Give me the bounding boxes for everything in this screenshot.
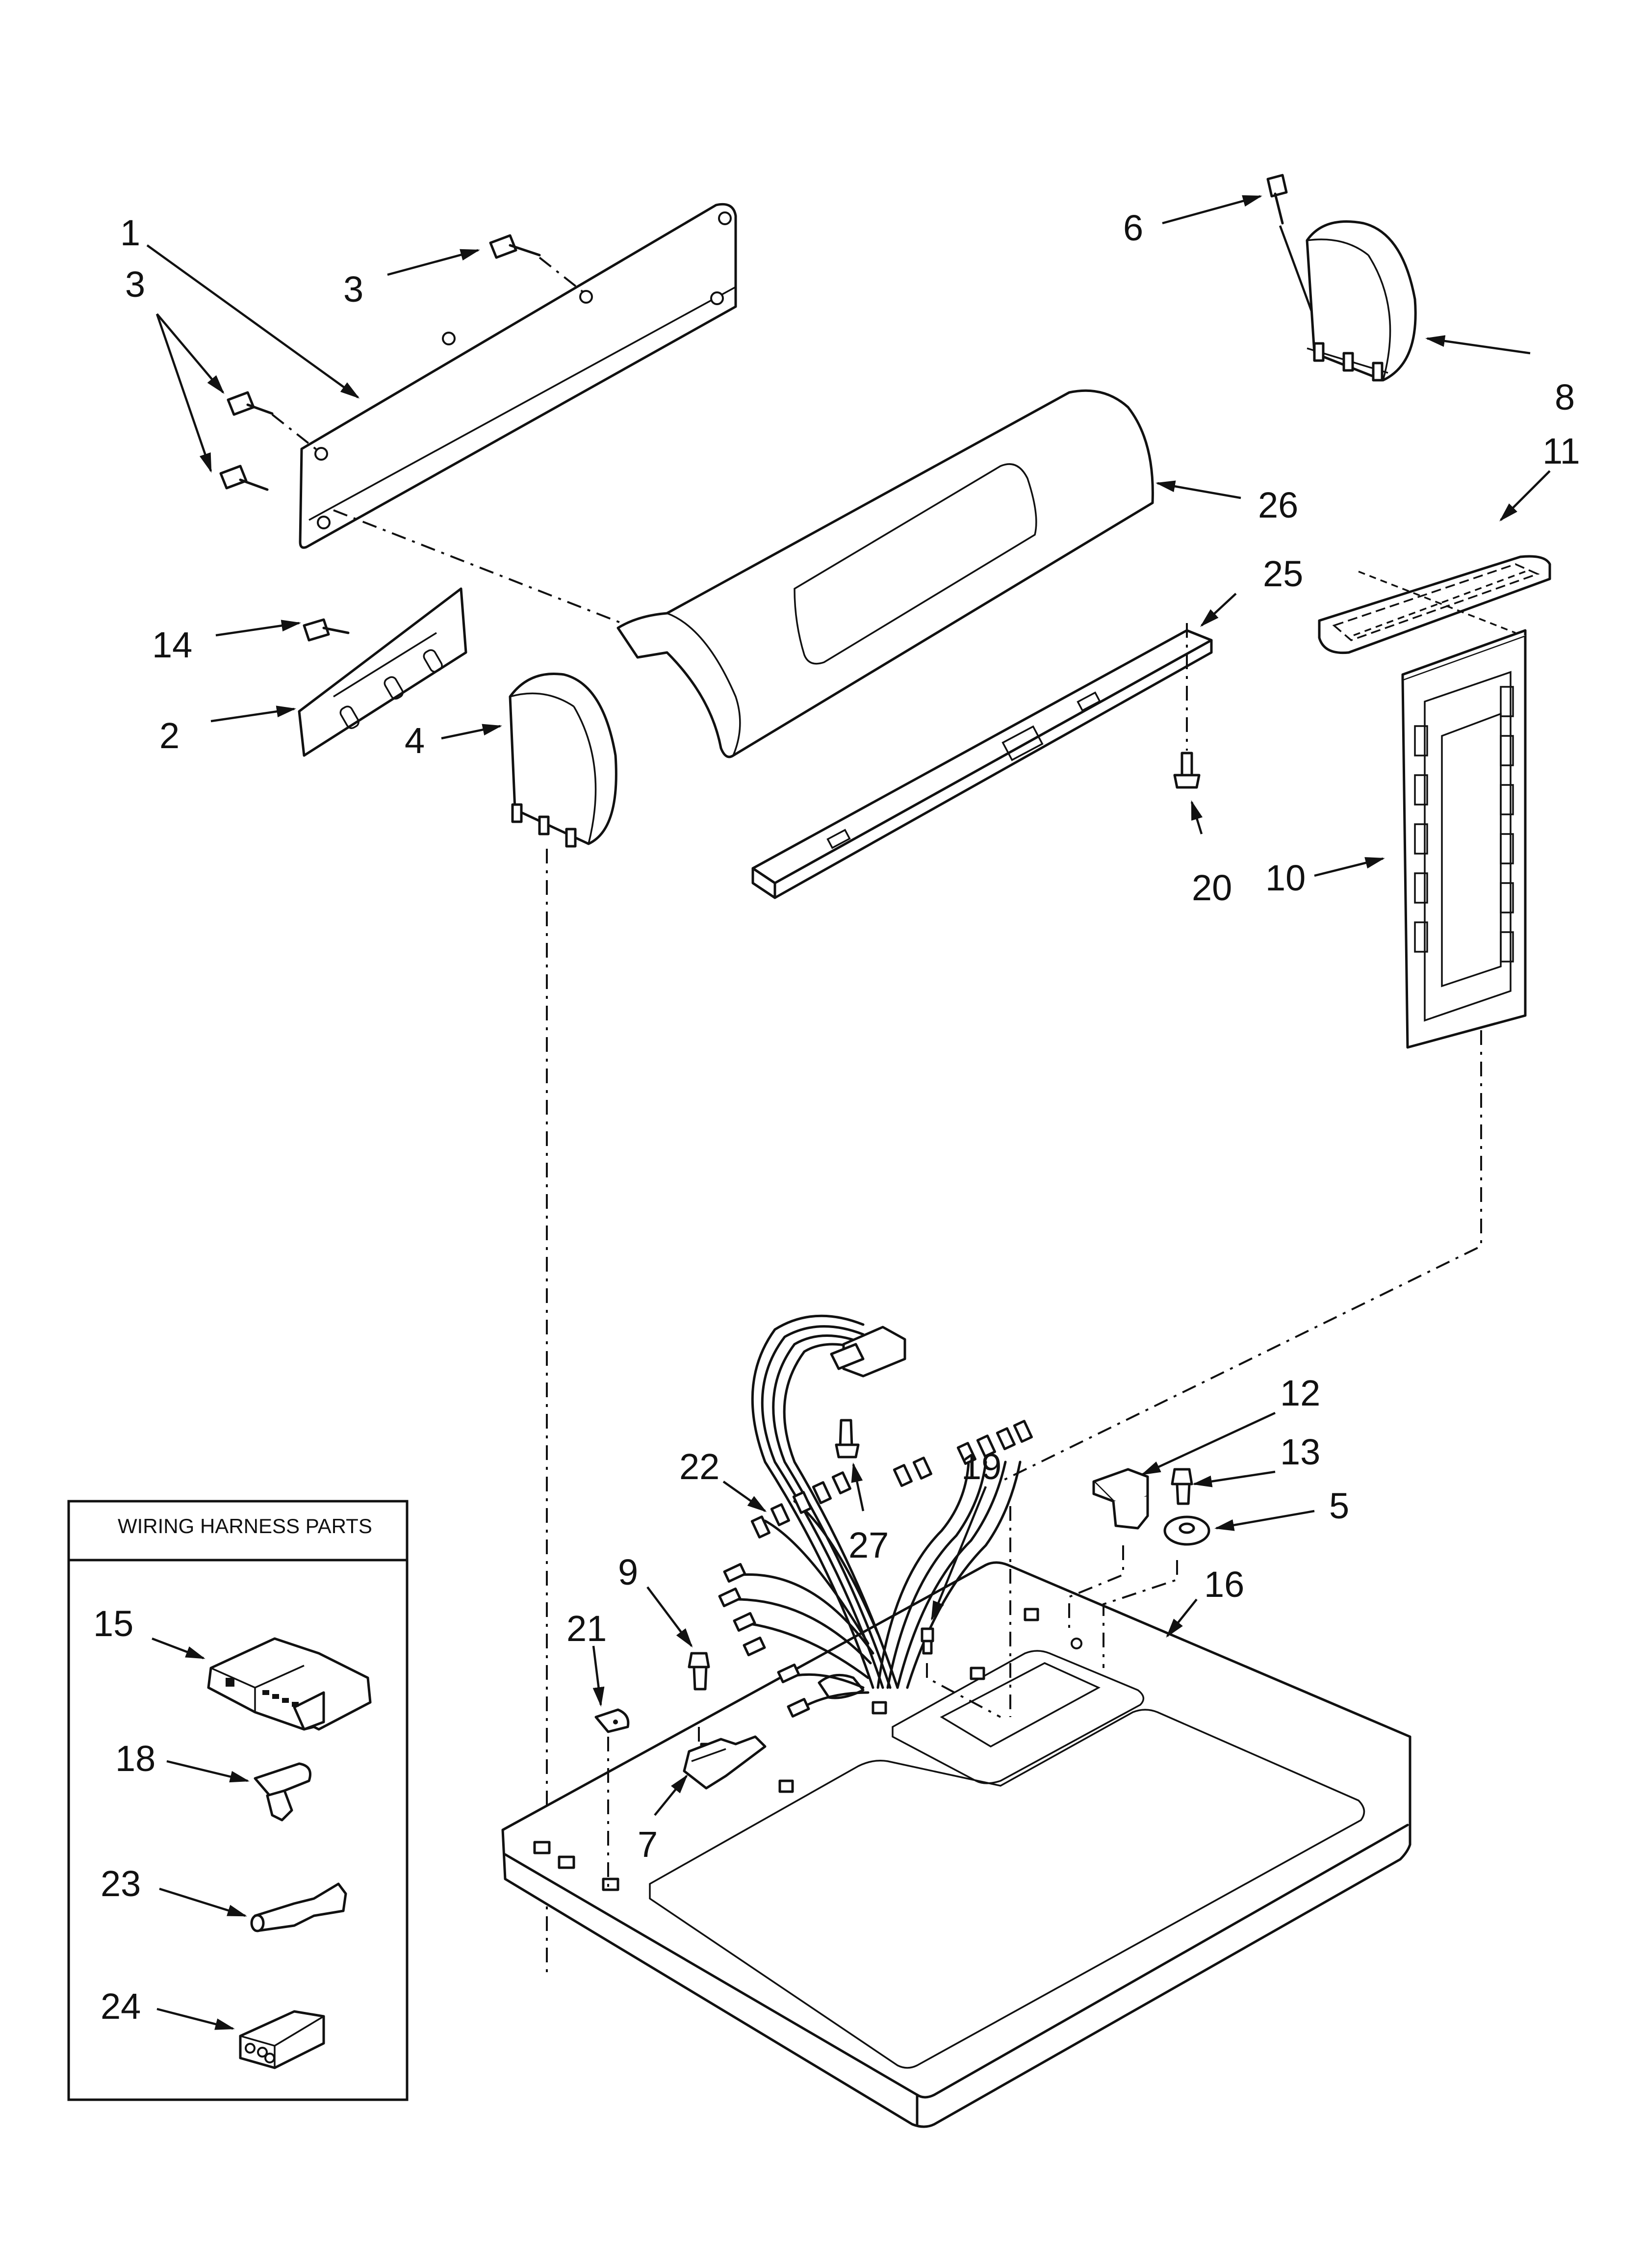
callout-21: 21 bbox=[566, 1608, 607, 1649]
callout-4: 4 bbox=[405, 720, 425, 761]
screw-part-13 bbox=[1171, 1468, 1193, 1505]
screw-part-3-lower bbox=[219, 465, 269, 491]
callout-18: 18 bbox=[115, 1738, 155, 1779]
callout-2: 2 bbox=[159, 715, 180, 756]
screw-part-27 bbox=[835, 1419, 860, 1459]
terminal-part-23 bbox=[250, 1882, 347, 1932]
screw-part-3-top bbox=[489, 234, 587, 295]
connector-housing-part-24 bbox=[239, 2010, 325, 2069]
callout-labels: 1 3 3 14 2 4 6 8 11 26 25 20 10 12 13 5 … bbox=[93, 208, 1580, 2027]
housing-alignment-line bbox=[1000, 1030, 1482, 1483]
end-cap-right-part-8 bbox=[1306, 220, 1417, 382]
top-panel-part-16 bbox=[501, 1561, 1411, 2128]
callout-27: 27 bbox=[848, 1525, 889, 1565]
clip-part-21 bbox=[594, 1708, 630, 1733]
bracket-part-7 bbox=[683, 1735, 767, 1790]
connector-part-18 bbox=[254, 1762, 311, 1822]
callout-14: 14 bbox=[152, 625, 192, 665]
screw-19-alignment bbox=[926, 1663, 1001, 1718]
part-12-alignment bbox=[1068, 1545, 1124, 1634]
washer-part-5 bbox=[1163, 1515, 1210, 1546]
callout-23: 23 bbox=[101, 1863, 141, 1904]
callout-10: 10 bbox=[1265, 858, 1306, 898]
screw-part-14 bbox=[303, 618, 350, 642]
callout-12: 12 bbox=[1280, 1373, 1320, 1413]
callout-3-top: 3 bbox=[343, 269, 363, 310]
callout-5: 5 bbox=[1329, 1486, 1349, 1526]
screw-part-20 bbox=[1173, 752, 1201, 789]
callout-15: 15 bbox=[93, 1603, 133, 1644]
wiring-harness-part-22 bbox=[718, 1314, 1033, 1718]
callout-22: 22 bbox=[679, 1446, 719, 1487]
callout-3-left: 3 bbox=[125, 264, 145, 305]
callout-24: 24 bbox=[101, 1986, 141, 2027]
control-console-part-26 bbox=[616, 389, 1154, 758]
terminal-block-part-15 bbox=[207, 1637, 372, 1731]
callout-16: 16 bbox=[1204, 1564, 1244, 1605]
callout-6: 6 bbox=[1123, 208, 1143, 248]
callout-11: 11 bbox=[1542, 431, 1580, 471]
end-cap-left-part-4 bbox=[509, 672, 617, 848]
callout-8: 8 bbox=[1555, 377, 1575, 417]
screw-6-drop-line bbox=[1279, 225, 1316, 319]
part-5-alignment bbox=[1103, 1560, 1178, 1668]
callout-19: 19 bbox=[961, 1446, 1001, 1487]
console-bracket-part-25 bbox=[751, 629, 1213, 899]
control-board-part-2 bbox=[298, 587, 467, 757]
panel-alignment-line bbox=[333, 509, 628, 626]
screw-part-6 bbox=[1266, 174, 1288, 225]
wiring-harness-parts-box: WIRING HARNESS PARTS bbox=[67, 1500, 409, 2101]
callout-1: 1 bbox=[120, 212, 140, 253]
callout-7: 7 bbox=[638, 1824, 658, 1865]
lint-screen-part-11 bbox=[1318, 555, 1551, 654]
lint-housing-part-10 bbox=[1401, 629, 1527, 1049]
wiring-box-title: WIRING HARNESS PARTS bbox=[118, 1514, 372, 1538]
screw-alignment-line bbox=[271, 414, 320, 452]
callout-25: 25 bbox=[1263, 553, 1303, 594]
callout-9: 9 bbox=[618, 1552, 638, 1592]
callout-13: 13 bbox=[1280, 1432, 1320, 1472]
rear-panel-part-1 bbox=[299, 203, 737, 549]
callout-26: 26 bbox=[1258, 485, 1298, 525]
screw-part-9 bbox=[688, 1652, 710, 1691]
screw-part-19 bbox=[921, 1627, 934, 1655]
screw-part-3-middle bbox=[227, 391, 274, 416]
clamp-part-12 bbox=[1092, 1468, 1149, 1530]
callout-20: 20 bbox=[1192, 867, 1232, 908]
leader-arrows bbox=[146, 195, 1551, 2030]
